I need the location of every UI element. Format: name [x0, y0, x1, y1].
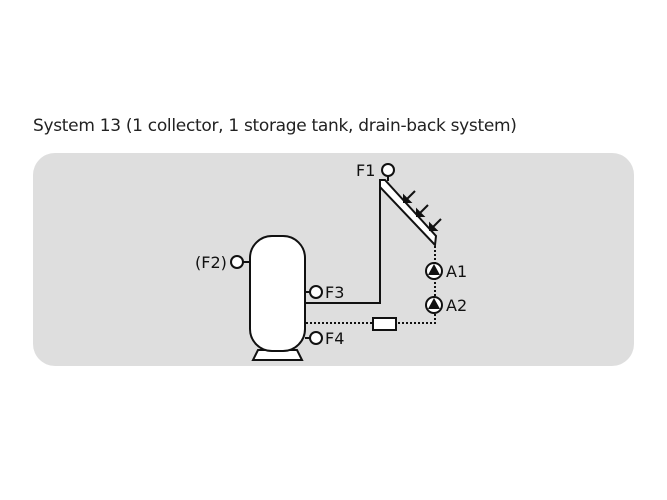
label-f4: F4 [325, 329, 344, 348]
flow-pipe [305, 182, 381, 304]
storage-tank [249, 235, 306, 352]
sensor-f2 [230, 255, 244, 269]
sensor-f4 [309, 331, 323, 345]
diagram-title: System 13 (1 collector, 1 storage tank, … [33, 116, 517, 136]
diagram-panel [33, 153, 634, 366]
pump-a2-icon [425, 296, 443, 314]
label-f3: F3 [325, 283, 344, 302]
label-a1: A1 [446, 262, 467, 281]
sun-arrows-icon [403, 190, 442, 231]
pump-a1-icon [425, 262, 443, 280]
solar-collector [379, 179, 438, 248]
label-f1: F1 [356, 161, 375, 180]
sensor-f3 [309, 285, 323, 299]
label-a2: A2 [446, 296, 467, 315]
sensor-f1 [381, 163, 395, 177]
label-f2: (F2) [195, 253, 227, 272]
heat-exchanger [372, 317, 397, 331]
